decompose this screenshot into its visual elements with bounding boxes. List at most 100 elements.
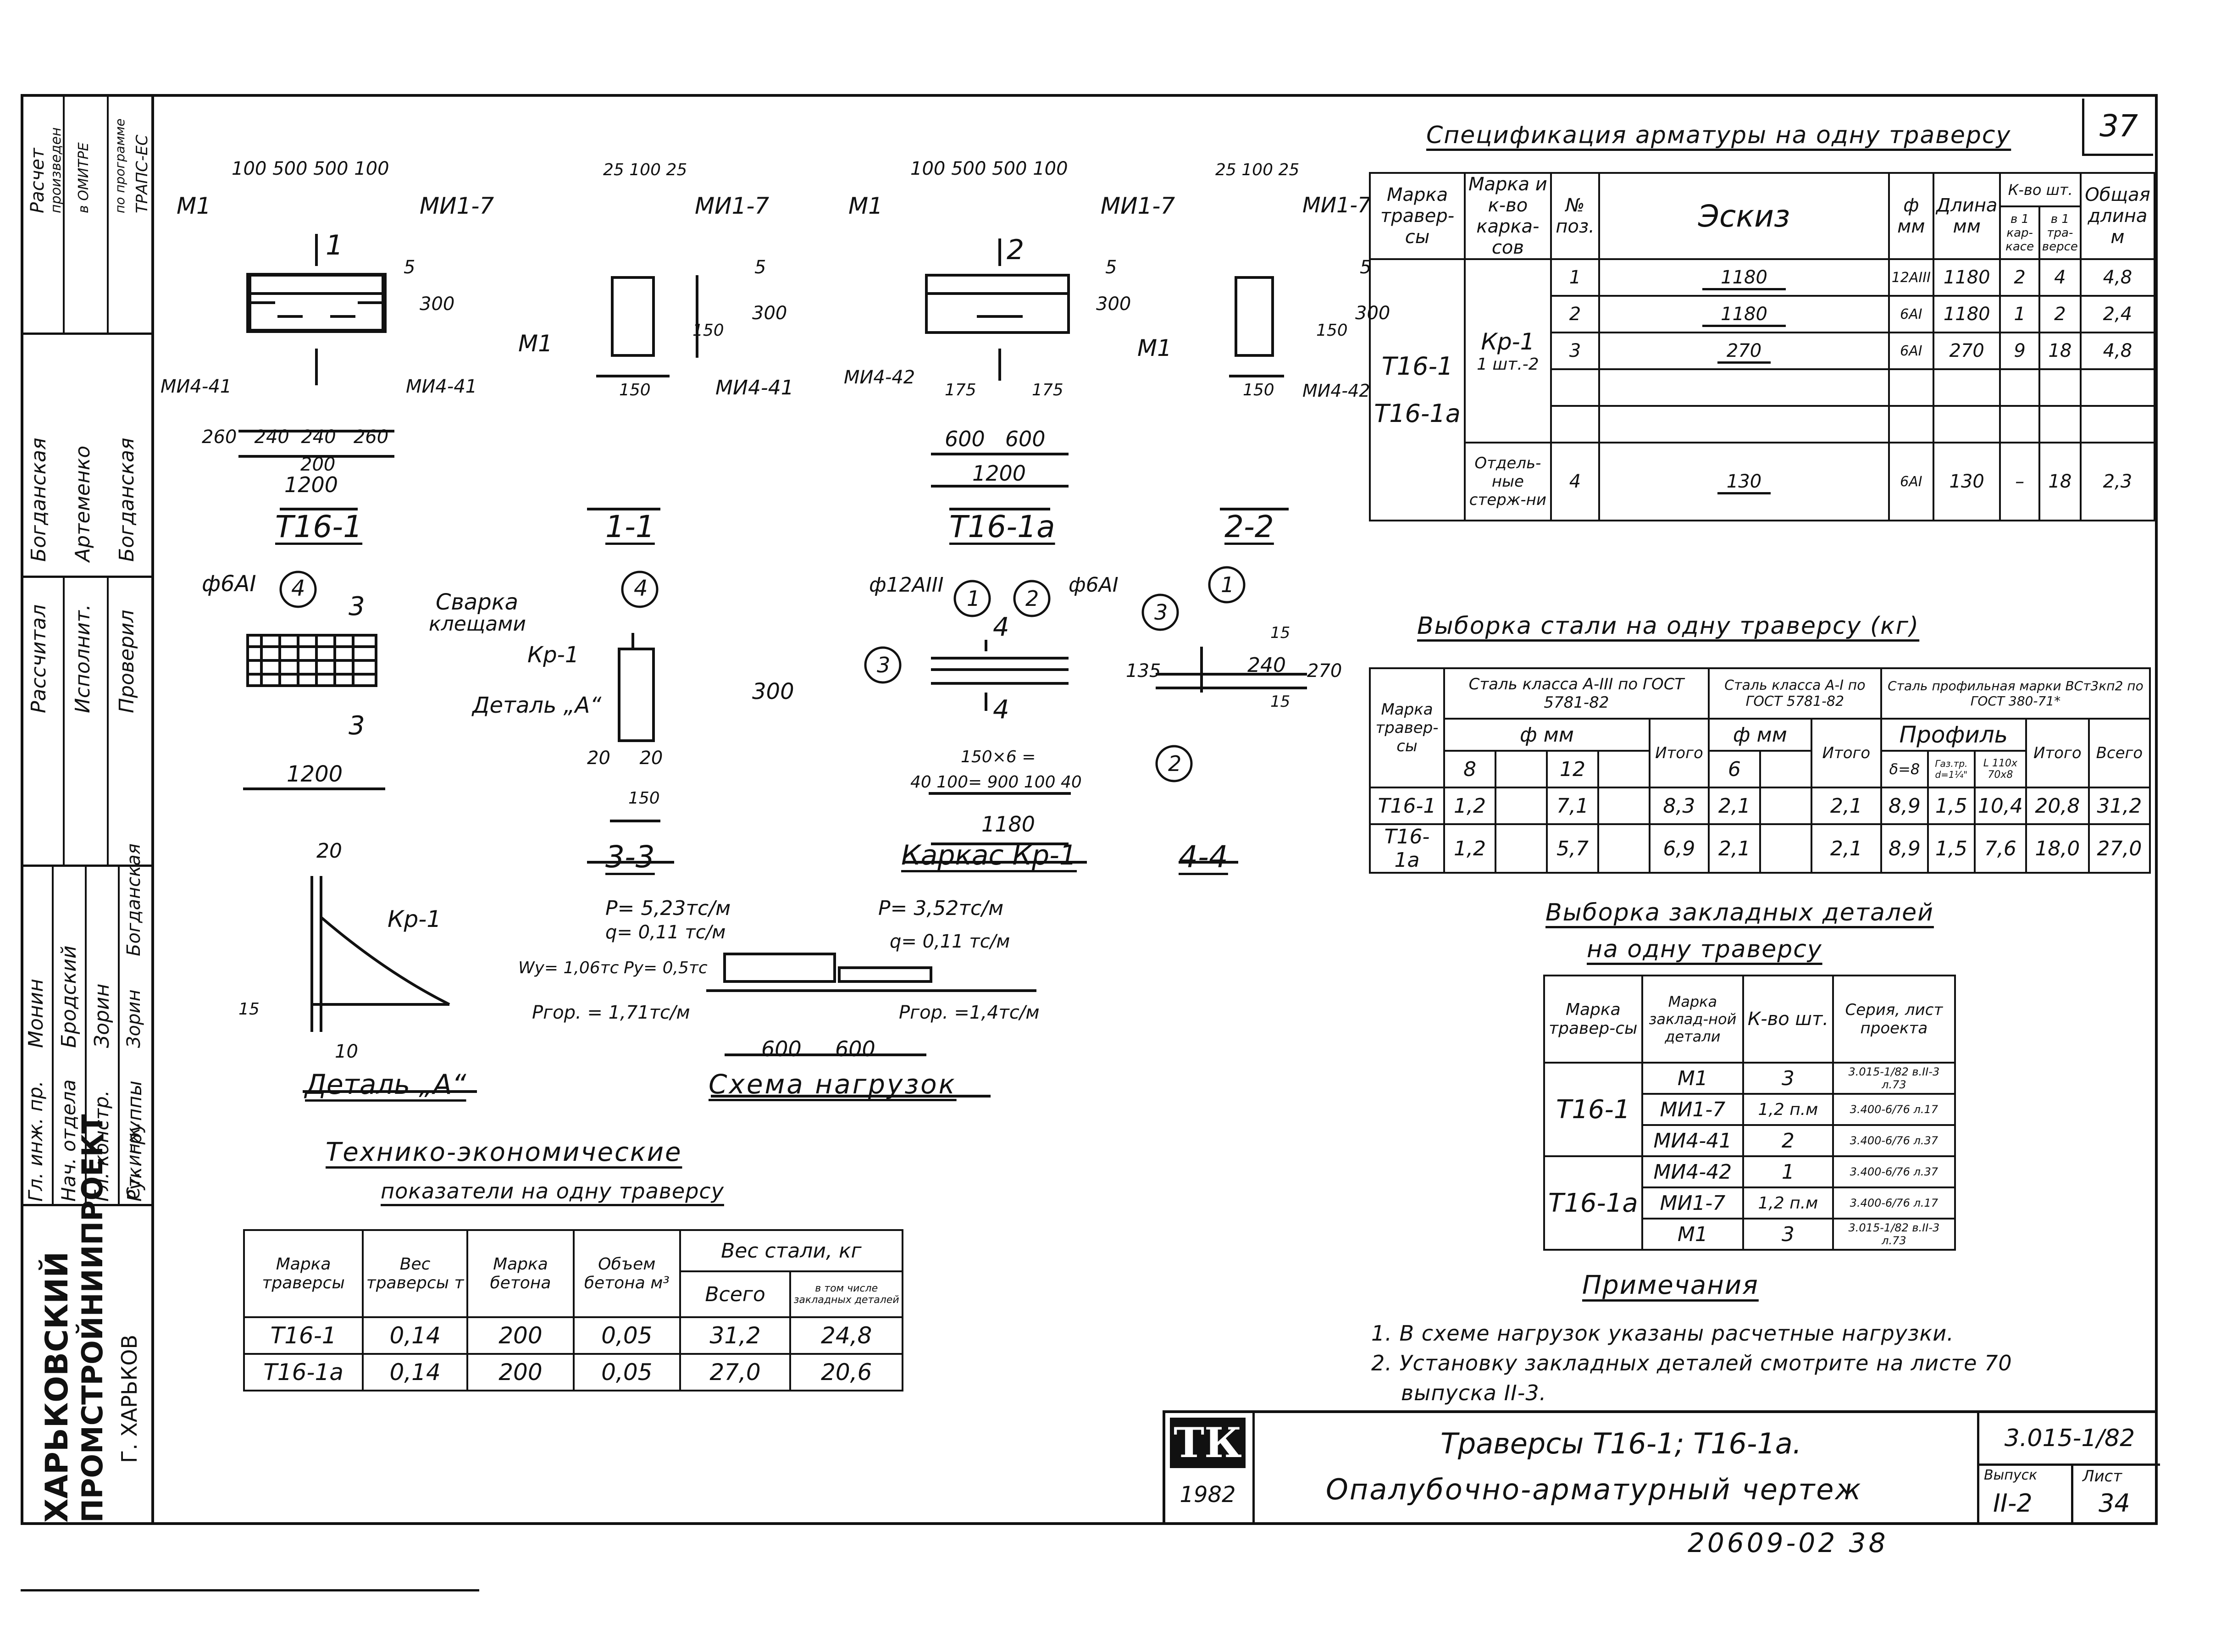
- steel-h-phi: ф мм: [1443, 718, 1651, 752]
- calc-note-block: [21, 94, 154, 335]
- emb-g1-r3-ref: 3.400-6/76 л.37: [1832, 1124, 1956, 1157]
- t16-1-d300: 300: [420, 294, 455, 315]
- steel-table: Марка травер-сы Сталь класса А-III по ГО…: [1369, 667, 2151, 874]
- spec-row3-q1: 9: [1999, 332, 2040, 370]
- circle-4-4-pos-3: [1141, 593, 1179, 631]
- tech-h-mark: Марка траверсы: [243, 1229, 364, 1318]
- stamp-sheet-label: Лист: [2083, 1467, 2122, 1486]
- steel-c-6: 6: [1707, 750, 1761, 788]
- tech-h-steel: Вес стали, кг: [679, 1229, 904, 1272]
- tech-table: Марка траверсы Вес траверсы т Марка бето…: [243, 1229, 904, 1391]
- loads-q2: q= 0,11 тс/м: [890, 931, 1010, 952]
- spec-row3-total: 4,8: [2079, 332, 2156, 370]
- stamp-issue-label: Выпуск: [1984, 1467, 2038, 1483]
- emb-g2-r2-part: МИ1-7: [1641, 1186, 1745, 1220]
- tech-row-t16-1a: Т16-1а 0,14 200 0,05 27,0 20,6: [243, 1353, 903, 1391]
- steel-title: Выборка стали на одну траверсу (кг): [1417, 612, 1920, 640]
- sec-3-3b-welding-2: клещами: [429, 612, 526, 636]
- stamp-right-box: 3.015-1/82 Выпуск II-2 Лист 34: [1977, 1413, 2160, 1525]
- sec-1-1-m1: М1: [518, 330, 553, 357]
- sec-3-3b-pos: 4: [634, 576, 648, 601]
- spec-row4-phi: 6АI: [1888, 442, 1934, 521]
- detail-a-d20: 20: [316, 839, 342, 863]
- spec-h-qty: К-во шт.: [1999, 172, 2082, 208]
- loads-title: Схема нагрузок: [709, 1069, 957, 1100]
- kr1-section-mark-bottom: 4: [993, 695, 1009, 725]
- sec-4-4-d15a: 15: [1270, 624, 1291, 642]
- notes-item-1: 1. В схеме нагрузок указаны расчетные на…: [1371, 1321, 1954, 1346]
- tech-h-concrete: Марка бетона: [466, 1229, 575, 1318]
- sec-1-1-d300: 300: [752, 303, 787, 324]
- emb-g1-r2-ref: 3.400-6/76 л.17: [1832, 1093, 1956, 1126]
- spec-row1-phi: 12АIII: [1888, 258, 1934, 297]
- sec-4-4-pos3: 3: [1154, 600, 1168, 625]
- sec-3-3b-d300: 300: [752, 679, 794, 704]
- t16-1-section-mark: 1: [326, 229, 343, 261]
- emb-g2-r2-ref: 3.400-6/76 л.17: [1832, 1186, 1956, 1220]
- circle-pos-3: [864, 646, 902, 684]
- t16-1-mi17-label: МИ1-7: [420, 193, 494, 219]
- circle-pos-1: [953, 580, 991, 617]
- t16-1a-section-mark: 2: [1007, 234, 1025, 266]
- circle-pos-4a: [279, 571, 317, 608]
- steel-c-total2: Итого: [1810, 718, 1882, 788]
- steel-row-t16-1: Т16-1 1,2 7,1 8,3 2,1 2,1 8,9 1,5 10,4 2…: [1369, 787, 2151, 825]
- notes-item-2: 2. Установку закладных деталей смотрите …: [1371, 1351, 2012, 1375]
- tech-h-volume: Объем бетона м³: [572, 1229, 681, 1318]
- t16-1-d1200: 1200: [284, 472, 338, 497]
- stamp-title-1: Траверсы Т16-1; Т16-1а.: [1440, 1427, 1802, 1460]
- spec-table: Марка травер-сы Марка и к-во карка-сов №…: [1368, 172, 2156, 521]
- emb-h-part: Марка заклад-ной детали: [1641, 975, 1745, 1064]
- kr1-title: Каркас Кр-1: [901, 839, 1077, 871]
- circle-pos-2: [1013, 580, 1051, 617]
- sec-4-4-pos1: 1: [1221, 572, 1235, 597]
- emb-g2-r3-part: М1: [1641, 1218, 1745, 1251]
- detail-a-title: Деталь „А“: [305, 1069, 466, 1101]
- spec-row1-q2: 4: [2038, 258, 2082, 297]
- sec-3-3-small: [618, 648, 655, 742]
- circle-pos-4b: [621, 571, 659, 608]
- spec-row4-total: 2,3: [2079, 442, 2156, 521]
- org-block: ХАРЬКОВСКИЙ ПРОМСТРОЙНИИПРОЕКТ Г. ХАРЬКО…: [21, 1114, 154, 1527]
- spec-separate-bars: Отдель-ные стерж-ни: [1464, 442, 1552, 521]
- sec-1-1-dims-top: 25 100 25: [603, 161, 687, 179]
- sec-2-2-body: [1235, 276, 1274, 357]
- section-circles: [279, 566, 1246, 782]
- loads-q1: q= 0,11 тс/м: [605, 922, 726, 943]
- sec-4-4-d270: 270: [1307, 660, 1342, 682]
- steel-c-total3: Итого: [2025, 718, 2090, 788]
- t16-1a-body: [925, 274, 1070, 334]
- spec-row1-sketch: 1180: [1598, 258, 1890, 297]
- emb-g2-r1-part: МИ4-42: [1641, 1155, 1745, 1188]
- sec-2-2-m1: М1: [1137, 335, 1172, 361]
- t16-1-dims-bottom: 260 240 240 260: [202, 427, 389, 448]
- steel-h-a3: Сталь класса А-III по ГОСТ 5781-82: [1443, 667, 1710, 720]
- kr1-phi1: ф12АIII: [869, 573, 944, 597]
- steel-h-profile: Профиль: [1880, 718, 2027, 752]
- sec-3-3-section-mark-top: 3: [349, 592, 365, 621]
- sec-3-3b-welding-1: Сварка: [436, 589, 519, 615]
- kr1-phi2: ф6АI: [1069, 573, 1119, 597]
- sec-3-3b-d20: 20 20: [587, 748, 663, 769]
- stamp-year: 1982: [1180, 1482, 1236, 1508]
- spec-row3-phi: 6АI: [1888, 332, 1934, 370]
- spec-row2-phi: 6АI: [1888, 295, 1934, 333]
- spec-row4-pos: 4: [1550, 442, 1601, 521]
- spec-row1-total: 4,8: [2079, 258, 2156, 297]
- spec-row1-len: 1180: [1932, 258, 2001, 297]
- sec-3-3-d1200: 1200: [287, 761, 343, 787]
- tech-title-1: Технико-экономические: [326, 1137, 682, 1167]
- emb-g1-r1-part: М1: [1641, 1062, 1745, 1095]
- emb-g2-r1-qty: 1: [1742, 1155, 1834, 1188]
- spec-h-qty-traverse: в 1 тра-версе: [2038, 205, 2082, 260]
- sec-2-2-mi17: МИ1-7: [1302, 193, 1371, 217]
- sec-1-1-mi17: МИ1-7: [695, 193, 770, 219]
- spec-row4-q2: 18: [2038, 442, 2082, 521]
- steel-h-mark: Марка травер-сы: [1369, 667, 1445, 788]
- spec-row2-sketch: 1180: [1598, 295, 1890, 333]
- emb-g2-r1-ref: 3.400-6/76 л.37: [1832, 1155, 1956, 1188]
- t16-1-d200: 200: [300, 454, 336, 475]
- emb-h-mark: Марка травер-сы: [1543, 975, 1643, 1064]
- bottom-rule: [21, 1589, 479, 1591]
